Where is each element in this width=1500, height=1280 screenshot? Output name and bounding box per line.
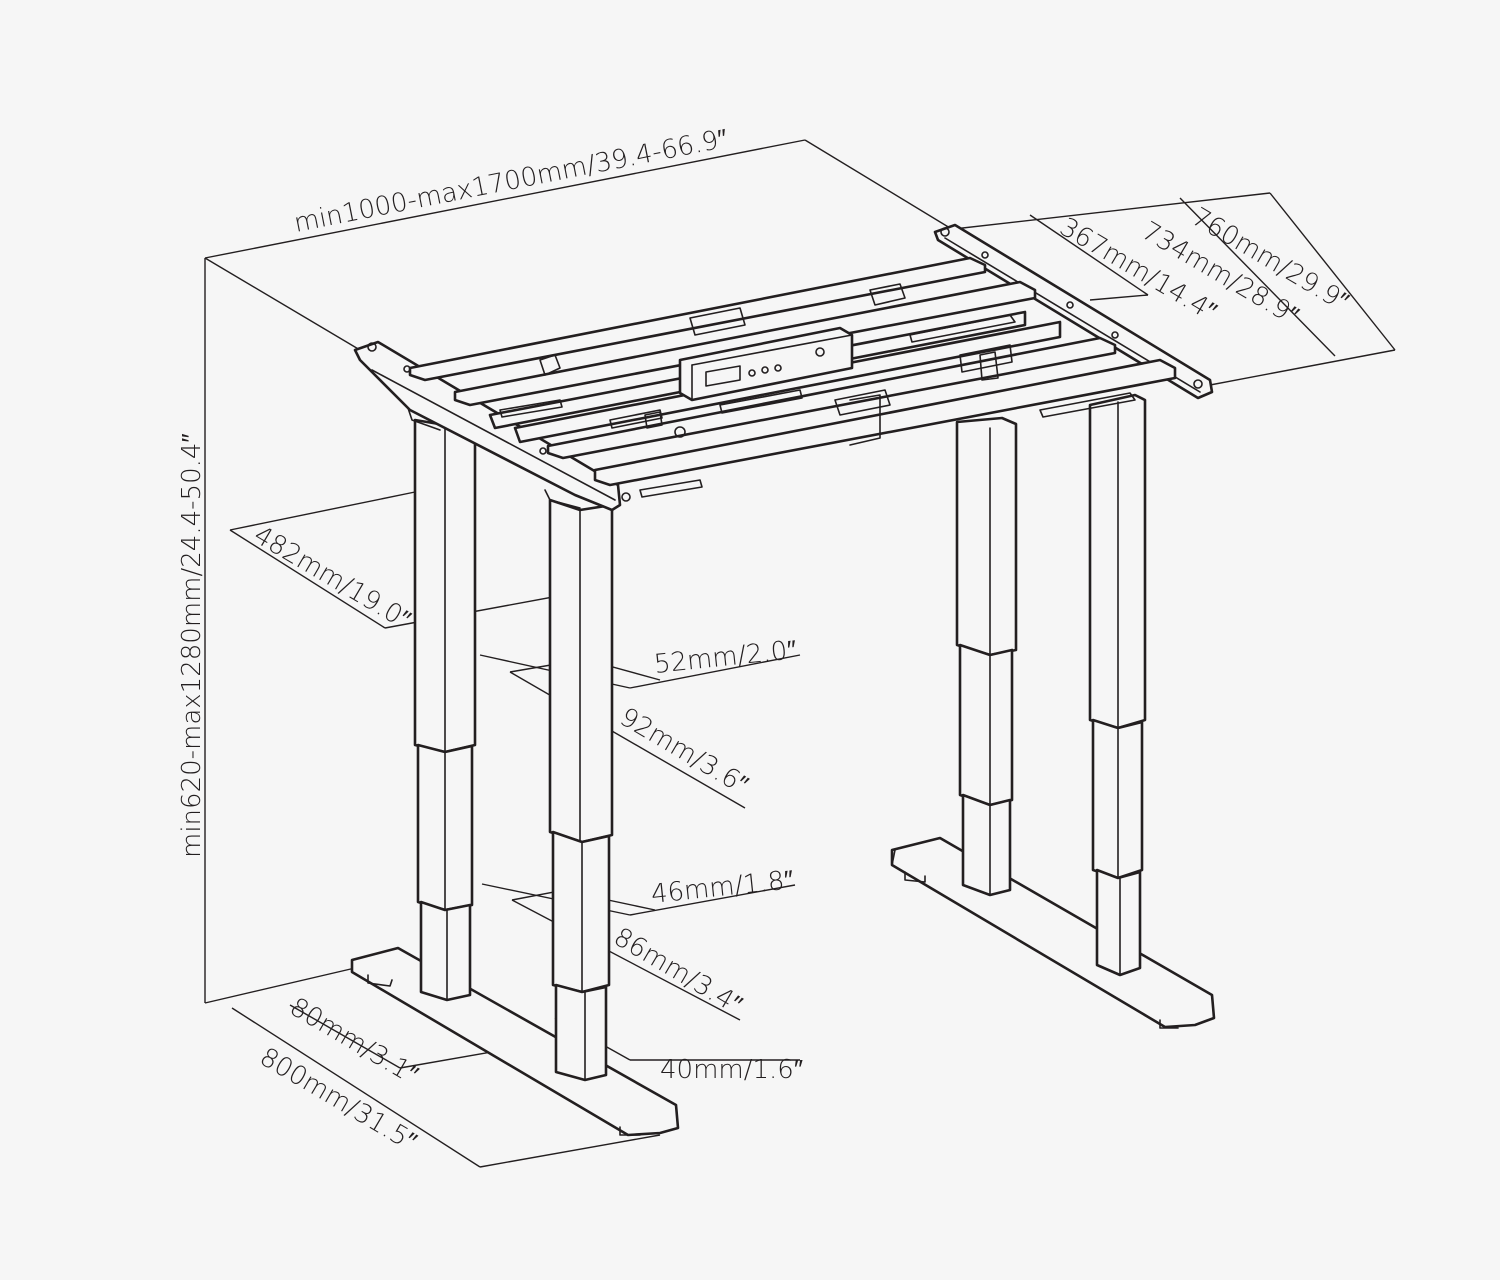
top-bracket-label: 482mm/19.0″ (248, 520, 415, 635)
right-rear-leg (955, 416, 1018, 897)
left-foot (350, 946, 680, 1137)
left-rear-leg (413, 418, 477, 1002)
left-front-leg (548, 498, 614, 1082)
upper-column-depth-label: 92mm/3.6″ (614, 702, 752, 800)
width-range-label: min1000-max1700mm/39.4-66.9″ (292, 124, 731, 239)
bottom-column-width-label: 40mm/1.6″ (660, 1055, 803, 1085)
lower-column-depth-label: 86mm/3.4″ (608, 922, 746, 1020)
height-range-label: min620-max1280mm/24.4-50.4″ (177, 433, 207, 858)
right-foot (890, 836, 1216, 1029)
control-box (678, 326, 854, 402)
upper-column-width-label: 52mm/2.0″ (653, 635, 798, 680)
lower-column-width-label: 46mm/1.8″ (650, 865, 795, 910)
right-front-leg (1088, 393, 1147, 977)
